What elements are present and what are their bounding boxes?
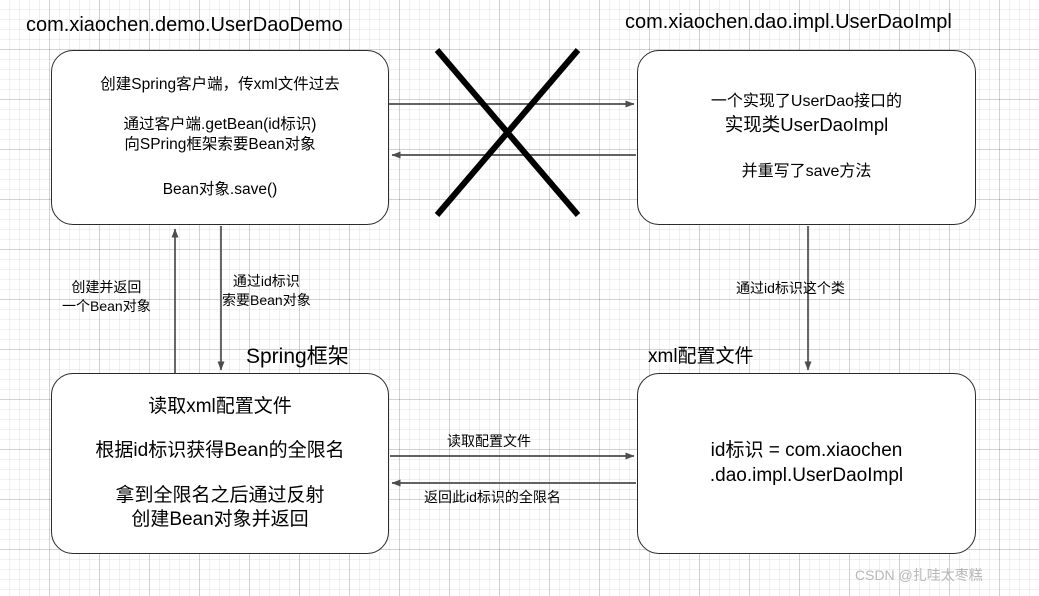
cross-out-mark <box>434 48 581 217</box>
node-spring-line-4: 创建Bean对象并返回 <box>131 508 309 530</box>
node-user-dao-demo-line-3: 向SPring框架索要Bean对象 <box>124 135 316 153</box>
title-user-dao-demo: com.xiaochen.demo.UserDaoDemo <box>26 14 343 36</box>
label-spring-framework: Spring框架 <box>246 345 349 368</box>
node-user-dao-demo-line-2: 通过客户端.getBean(id标识) <box>123 115 317 133</box>
edge-label-return-fqn-line-1: 返回此id标识的全限名 <box>424 489 561 505</box>
node-xml-config[interactable]: id标识 = com.xiaochen .dao.impl.UserDaoImp… <box>637 373 976 554</box>
edge-label-return-fqn: 返回此id标识的全限名 <box>424 488 561 507</box>
watermark: CSDN @扎哇太枣糕 <box>855 567 983 583</box>
node-xml-config-line-1: id标识 = com.xiaochen <box>710 440 903 462</box>
edge-label-request-bean-by-id-line-2: 索要Bean对象 <box>222 291 311 308</box>
node-spring-line-2: 根据id标识获得Bean的全限名 <box>95 440 345 462</box>
node-user-dao-impl-line-1: 一个实现了UserDao接口的 <box>710 93 903 111</box>
edge-label-create-return-bean-line-2: 一个Bean对象 <box>62 297 151 314</box>
edge-label-request-bean-by-id: 通过id标识 索要Bean对象 <box>222 272 311 310</box>
edge-label-create-return-bean-line-1: 创建并返回 <box>71 279 142 295</box>
node-user-dao-demo-line-4: Bean对象.save() <box>162 181 278 199</box>
node-xml-config-line-2: .dao.impl.UserDaoImpl <box>709 464 904 486</box>
edge-label-by-id-this-class: 通过id标识这个类 <box>736 279 845 298</box>
edge-label-request-bean-by-id-line-1: 通过id标识 <box>232 273 300 289</box>
edge-label-create-return-bean: 创建并返回 一个Bean对象 <box>62 278 151 316</box>
node-user-dao-demo-line-1: 创建Spring客户端，传xml文件过去 <box>100 75 340 93</box>
edge-label-by-id-this-class-line-1: 通过id标识这个类 <box>736 280 845 296</box>
title-user-dao-impl: com.xiaochen.dao.impl.UserDaoImpl <box>625 11 952 33</box>
node-user-dao-impl-line-3: 并重写了save方法 <box>741 163 872 181</box>
edge-label-read-config-file-line-1: 读取配置文件 <box>447 433 531 449</box>
node-spring-line-3: 拿到全限名之后通过反射 <box>115 484 325 506</box>
node-user-dao-impl-line-2: 实现类UserDaoImpl <box>724 113 889 135</box>
node-spring-framework[interactable]: 读取xml配置文件 根据id标识获得Bean的全限名 拿到全限名之后通过反射 创… <box>51 373 389 554</box>
node-user-dao-demo[interactable]: 创建Spring客户端，传xml文件过去 通过客户端.getBean(id标识)… <box>51 50 389 225</box>
node-user-dao-impl[interactable]: 一个实现了UserDao接口的 实现类UserDaoImpl 并重写了save方… <box>637 50 976 225</box>
label-xml-config-file: xml配置文件 <box>648 346 754 367</box>
node-spring-line-1: 读取xml配置文件 <box>148 395 292 417</box>
edge-label-read-config-file: 读取配置文件 <box>447 432 531 451</box>
